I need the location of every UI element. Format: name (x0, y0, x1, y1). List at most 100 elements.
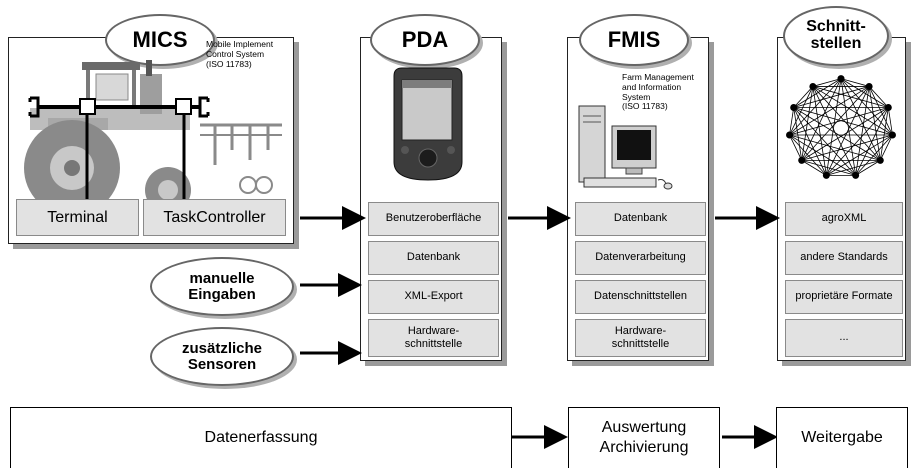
sensors-input-oval: zusätzliche Sensoren (150, 327, 294, 386)
schnittstellen-box-4-label: ... (839, 331, 849, 344)
network-graph-icon (786, 75, 896, 179)
stage-distribution-label: Weitergabe (801, 429, 883, 446)
network-node (798, 156, 806, 164)
mics-note-line-3: (ISO 11783) (206, 58, 252, 69)
manual-input-oval: manuelle Eingaben (150, 257, 294, 316)
pda-box-4: Hardware- schnittstelle (368, 319, 499, 357)
network-edge (789, 134, 856, 176)
network-edge (789, 78, 842, 136)
fmis-note: Farm Management and Information System (… (622, 72, 694, 112)
network-edge (793, 78, 842, 108)
computer-icon (578, 105, 673, 190)
network-edge (801, 86, 814, 161)
network-node (876, 156, 884, 164)
schnittstellen-box-3: proprietäre Formate (785, 280, 903, 314)
fmis-box-3: Datenschnittstellen (575, 280, 706, 314)
network-edge (855, 160, 881, 176)
mics-box-taskcontroller: TaskController (143, 199, 286, 236)
network-edge (826, 134, 893, 176)
network-edge (855, 107, 889, 176)
manual-input-line-2: Eingaben (188, 285, 256, 303)
schnittstellen-box-4: ... (785, 319, 903, 357)
network-edge (793, 107, 893, 136)
network-edge (789, 86, 814, 136)
network-node (852, 171, 860, 179)
network-edge (793, 107, 827, 176)
fmis-box-4-label: Hardware- schnittstelle (611, 324, 670, 350)
network-edge (789, 134, 827, 176)
network-edge (793, 86, 814, 108)
network-edge (789, 107, 889, 136)
pda-box-4-label: Hardware- schnittstelle (404, 324, 463, 350)
network-node (884, 103, 892, 111)
network-node (888, 131, 896, 139)
stage-evaluation: Auswertung Archivierung (568, 407, 720, 468)
fmis-box-2: Datenverarbeitung (575, 241, 706, 275)
fmis-note-line-3: System (622, 91, 651, 102)
pda-title-oval: PDA (370, 14, 480, 66)
network-node (786, 131, 794, 139)
stage-evaluation-line-1: Auswertung (601, 419, 687, 436)
mics-box-terminal: Terminal (16, 199, 139, 236)
schnittstellen-box-1: agroXML (785, 202, 903, 236)
pda-title: PDA (401, 27, 449, 52)
mics-box-taskcontroller-label: TaskController (163, 208, 266, 226)
schnittstellen-title-line-2: stellen (810, 35, 862, 52)
manual-input-line-1: manuelle (189, 269, 255, 287)
network-edge (855, 134, 893, 176)
mics-title-oval: MICS (105, 14, 215, 66)
network-node (865, 82, 873, 90)
network-edge (840, 78, 870, 87)
mics-note-line-1: Mobile Implement (206, 39, 274, 49)
network-edge (812, 86, 827, 176)
network-edge (868, 86, 893, 136)
pda-box-2-label: Datenbank (406, 251, 461, 264)
network-edge (793, 86, 870, 108)
schnittstellen-box-2: andere Standards (785, 241, 903, 275)
fmis-box-1-label: Datenbank (613, 212, 668, 225)
stage-evaluation-line-2: Archivierung (599, 439, 689, 456)
network-node (790, 103, 798, 111)
fmis-note-line-4: (ISO 11783) (622, 101, 668, 112)
pda-box-1: Benutzeroberfläche (368, 202, 499, 236)
mics-title: MICS (132, 27, 188, 52)
stage-capture-label: Datenerfassung (204, 429, 318, 446)
network-edge (812, 86, 857, 176)
fmis-box-1: Datenbank (575, 202, 706, 236)
network-edge (879, 134, 893, 161)
network-edge (868, 86, 889, 108)
network-node (822, 171, 830, 179)
network-node (837, 75, 845, 83)
network-edge (812, 86, 889, 108)
network-edge (801, 86, 870, 161)
mics-box-terminal-label: Terminal (47, 208, 108, 226)
network-node (809, 82, 817, 90)
pda-box-3-label: XML-Export (404, 290, 463, 303)
schnittstellen-title-line-1: Schnitt- (806, 18, 866, 36)
stage-capture: Datenerfassung (10, 407, 512, 468)
fmis-title: FMIS (607, 27, 661, 52)
pda-device-icon (393, 67, 463, 181)
schnittstellen-title-oval: Schnitt- stellen (783, 6, 889, 66)
fmis-box-3-label: Datenschnittstellen (594, 290, 687, 303)
network-edge (826, 159, 881, 176)
fmis-note-line-1: Farm Management (622, 72, 694, 82)
network-edge (812, 78, 842, 87)
fmis-box-4: Hardware- schnittstelle (575, 319, 706, 357)
fmis-title-oval: FMIS (579, 14, 689, 66)
sensors-input-line-2: Sensoren (187, 355, 257, 373)
network-edge (840, 78, 889, 108)
schnittstellen-box-3-label: proprietäre Formate (795, 290, 893, 303)
schnittstellen-box-2-label: andere Standards (800, 251, 888, 264)
network-edge (840, 78, 893, 136)
network-edge (801, 159, 856, 176)
network-edge (879, 107, 889, 161)
mics-note-line-2: Control System (206, 48, 265, 59)
pda-box-2: Datenbank (368, 241, 499, 275)
network-edge (868, 86, 881, 161)
fmis-box-2-label: Datenverarbeitung (595, 251, 686, 264)
fmis-note-line-2: and Information (622, 81, 682, 92)
pda-box-1-label: Benutzeroberfläche (385, 212, 482, 225)
network-edge (812, 86, 881, 161)
